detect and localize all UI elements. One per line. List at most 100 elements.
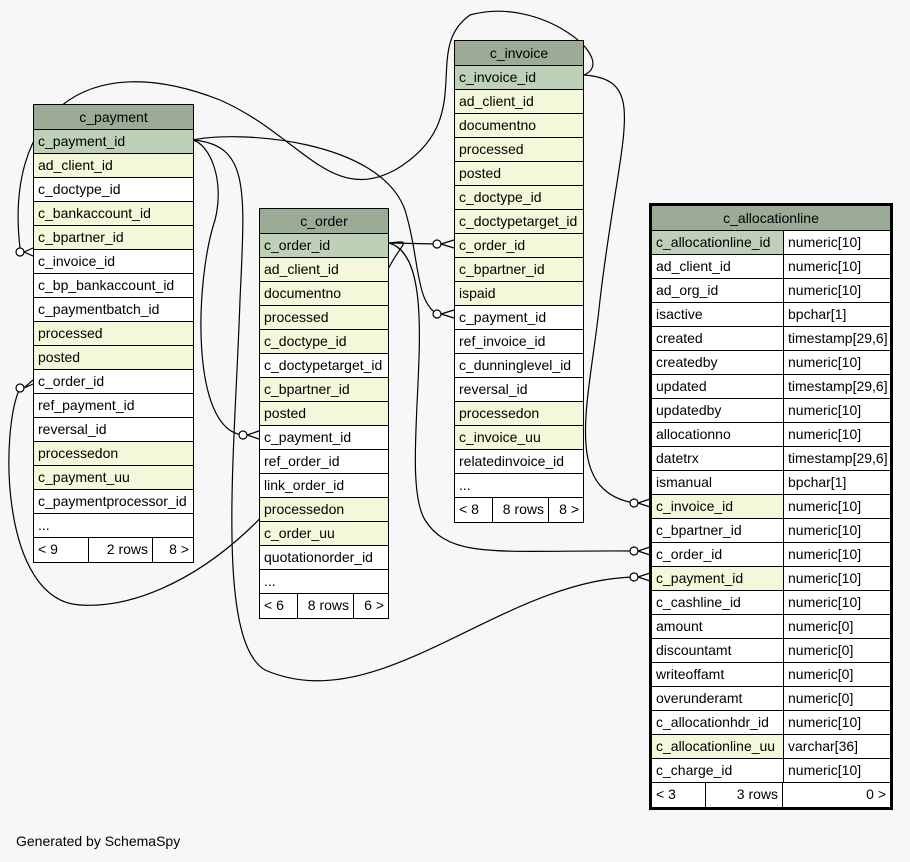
column-row: reversal_id: [455, 378, 583, 402]
column-name: c_bp_bankaccount_id: [34, 274, 193, 297]
column-name: c_order_id: [652, 543, 783, 566]
column-row: c_paymentprocessor_id: [34, 490, 193, 514]
column-type: numeric[10]: [783, 543, 890, 566]
column-name: c_payment_id: [260, 426, 388, 449]
column-row: posted: [455, 162, 583, 186]
column-name: c_payment_uu: [34, 466, 193, 489]
column-row: documentno: [260, 282, 388, 306]
column-name: ispaid: [455, 282, 583, 305]
column-row: c_bpartner_id: [34, 226, 193, 250]
column-type: numeric[10]: [783, 423, 890, 446]
column-row: c_bpartner_id: [260, 378, 388, 402]
column-name: c_doctypetarget_id: [455, 210, 583, 233]
column-type: numeric[10]: [783, 567, 890, 590]
column-name: writeoffamt: [652, 663, 783, 686]
column-name: ...: [260, 570, 388, 593]
children-count-link[interactable]: 0 >: [866, 786, 886, 802]
column-name: updatedby: [652, 399, 783, 422]
column-name: c_paymentprocessor_id: [34, 490, 193, 513]
column-name: c_invoice_id: [34, 250, 193, 273]
column-row: c_invoice_uu: [455, 426, 583, 450]
column-name: datetrx: [652, 447, 783, 470]
column-type: timestamp[29,6]: [783, 327, 890, 350]
column-row: c_invoice_id: [455, 66, 583, 90]
column-row: ...: [260, 570, 388, 594]
column-row: quotationorder_id: [260, 546, 388, 570]
column-name: updated: [652, 375, 783, 398]
column-name: c_order_id: [34, 370, 193, 393]
column-name: relatedinvoice_id: [455, 450, 583, 473]
column-name: amount: [652, 615, 783, 638]
crowfoot-arrow: [246, 430, 260, 440]
column-row: link_order_id: [260, 474, 388, 498]
children-count-link[interactable]: 8 >: [559, 501, 579, 517]
column-name: ref_invoice_id: [455, 330, 583, 353]
column-name: reversal_id: [34, 418, 193, 441]
edge-end-circle: [15, 383, 25, 393]
table-title: c_invoice: [455, 41, 583, 66]
column-name: c_bpartner_id: [34, 226, 193, 249]
column-name: c_doctype_id: [260, 330, 388, 353]
crowfoot-arrow: [637, 572, 651, 582]
column-name: quotationorder_id: [260, 546, 388, 569]
edge-allocation-invoice: [583, 74, 635, 504]
column-row: c_order_id: [260, 234, 388, 258]
column-row: c_payment_uu: [34, 466, 193, 490]
column-name: ad_client_id: [455, 90, 583, 113]
edge-end-circle: [629, 498, 639, 508]
column-name: ...: [455, 474, 583, 497]
column-name: documentno: [260, 282, 388, 305]
column-name: c_cashline_id: [652, 591, 783, 614]
column-name: processed: [260, 306, 388, 329]
column-name: reversal_id: [455, 378, 583, 401]
parents-count-link[interactable]: < 8: [455, 498, 493, 522]
edge-invoice-payment: [192, 136, 438, 315]
column-row: c_payment_id: [455, 306, 583, 330]
edge-payment-invoice: [17, 10, 594, 249]
column-name: processedon: [260, 498, 388, 521]
table-title: c_allocationline: [652, 206, 890, 231]
crowfoot-arrow: [23, 379, 34, 389]
column-row: c_order_uu: [260, 522, 388, 546]
column-name: c_doctypetarget_id: [260, 354, 388, 377]
column-name: c_invoice_uu: [455, 426, 583, 449]
parents-count-link[interactable]: < 6: [260, 594, 298, 618]
column-row: posted: [34, 346, 193, 370]
column-name: c_paymentbatch_id: [34, 298, 193, 321]
column-row: relatedinvoice_id: [455, 450, 583, 474]
column-row: c_bp_bankaccount_id: [34, 274, 193, 298]
column-name: c_allocationhdr_id: [652, 711, 783, 734]
edge-end-circle: [432, 239, 442, 249]
column-name: c_payment_id: [34, 130, 193, 153]
children-count-link[interactable]: 6 >: [364, 597, 384, 613]
edge-allocation-order: [388, 242, 635, 553]
column-row: ref_order_id: [260, 450, 388, 474]
column-name: c_bpartner_id: [455, 258, 583, 281]
crowfoot-arrow: [440, 239, 455, 249]
parents-count-link[interactable]: < 3: [652, 783, 706, 807]
column-row: c_payment_id: [34, 130, 193, 154]
row-count: 3 rows: [706, 783, 783, 807]
column-row: ispaid: [455, 282, 583, 306]
column-type: numeric[10]: [783, 231, 890, 254]
children-count-link[interactable]: 8 >: [169, 541, 189, 557]
column-row: ad_client_id: [34, 154, 193, 178]
column-row: processedon: [455, 402, 583, 426]
generated-by-credit: Generated by SchemaSpy: [16, 833, 181, 849]
parents-count-link[interactable]: < 9: [34, 538, 89, 562]
column-name: c_order_uu: [260, 522, 388, 545]
column-name: link_order_id: [260, 474, 388, 497]
column-row: c_payment_id: [260, 426, 388, 450]
crowfoot-arrow: [637, 498, 651, 508]
